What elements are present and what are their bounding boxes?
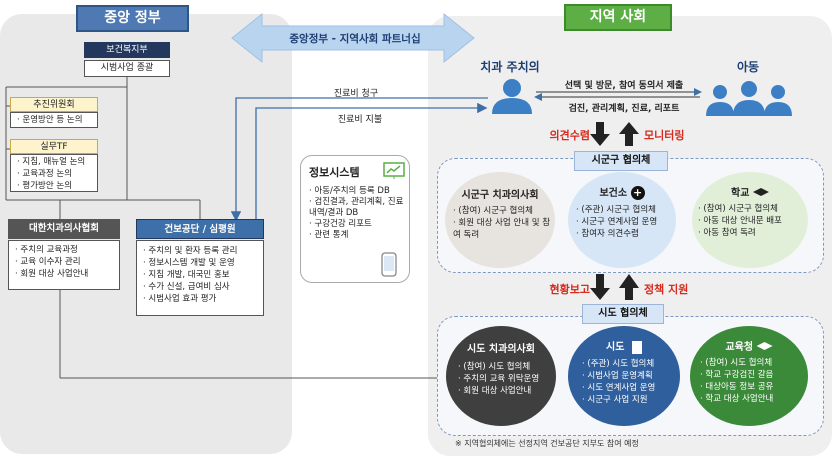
health-center-title: 보건소 [599, 188, 628, 199]
partnership-arrow [231, 12, 475, 64]
footnote: ※ 지역협의체에는 선정지역 건보공단 지부도 참여 예정 [455, 439, 639, 448]
list-item: 주치의 및 환자 등록 관리 [143, 245, 257, 257]
list-item: (참여) 시군구 협의체 [698, 203, 808, 215]
tf-list: 지침, 매뉴얼 논의 교육과정 논의 평가방안 논의 [10, 154, 98, 192]
list-item: 관련 통계 [309, 230, 409, 241]
list-item: 정보시스템 개발 및 운영 [143, 257, 257, 269]
list-item: (주관) 시군구 협의체 [576, 204, 676, 216]
province-dental-circle: 시도 치과의사회 (참여) 시도 협의체 주치의 교육 위탁운영 회원 대상 사… [446, 326, 556, 426]
child-label: 아동 [736, 60, 760, 74]
list-item: 주치의 교육과정 [15, 244, 113, 256]
list-item: 구강건강 리포트 [309, 219, 409, 230]
district-council-title: 시군구 협의체 [574, 151, 668, 171]
school-circle: 학교 (참여) 시군구 협의체 아동 대상 안내문 배포 아동 참여 독려 [692, 172, 808, 268]
status-report-label: 현황보고 [549, 283, 590, 296]
tf-title: 실무TF [10, 139, 98, 154]
opinion-label: 의견수렴 [549, 129, 590, 142]
education-office-title: 교육청 [725, 342, 754, 353]
list-item: 시도 연계사업 운영 [582, 382, 680, 394]
payment-label: 진료비 지불 [337, 115, 383, 125]
list-item: 시범사업 운영계획 [582, 370, 680, 382]
ministry-subtitle: 시범사업 종괄 [84, 60, 170, 77]
community-header: 지역 사회 [564, 4, 672, 31]
school-title: 학교 [731, 188, 750, 199]
building-icon [631, 340, 642, 354]
list-item: 시군구 사업 지원 [582, 394, 680, 406]
list-item: 아동/주치의 등록 DB [309, 186, 409, 197]
list-item: (참여) 시도 협의체 [458, 361, 556, 373]
relation-bottom-label: 검진, 관리계획, 진료, 리포트 [568, 104, 680, 114]
province-dental-title: 시도 치과의사회 [467, 344, 535, 355]
children-icon [706, 81, 792, 116]
partnership-label: 중앙정부 - 지역사회 파트너십 [289, 33, 421, 45]
monitoring-label: 모니터링 [644, 129, 685, 142]
education-office-circle: 교육청 (참여) 시도 협의체 학교 구강검진 갈음 대상아동 정보 공유 학교… [690, 326, 808, 426]
committee-list: 운영방안 등 논의 [10, 112, 98, 128]
committee-title: 추진위원회 [10, 97, 98, 112]
list-item: 지침, 매뉴얼 논의 [17, 156, 91, 168]
list-item: 시군구 연계사업 운영 [576, 216, 676, 228]
nhis-list: 주치의 및 환자 등록 관리 정보시스템 개발 및 운영 지침 개발, 대국민 … [136, 240, 264, 316]
info-system-box: 정보시스템 아동/주치의 등록 DB 검진결과, 관리계획, 진료내역/결과 D… [300, 155, 410, 283]
claim-label: 진료비 청구 [333, 89, 379, 99]
monitor-icon [383, 162, 405, 179]
list-item: 수가 신설, 급여비 심사 [143, 281, 257, 293]
dental-association-title: 대한치과의사협회 [8, 219, 120, 239]
nhis-title: 건보공단 / 심평원 [136, 219, 264, 239]
list-item: 회원 대상 사업안내 [15, 268, 113, 280]
dentist-label: 치과 주치의 [480, 60, 540, 74]
graduation-cap-icon [756, 342, 773, 350]
relation-top-label: 선택 및 방문, 참여 동의서 제출 [564, 81, 684, 91]
list-item: 교육 이수자 관리 [15, 256, 113, 268]
list-item: 참여자 의견수렴 [576, 228, 676, 240]
ministry-title: 보건복지부 [84, 42, 170, 58]
list-item: 운영방안 등 논의 [17, 114, 91, 126]
dental-association-list: 주치의 교육과정 교육 이수자 관리 회원 대상 사업안내 [8, 240, 120, 290]
list-item: 지침 개발, 대국민 홍보 [143, 269, 257, 281]
info-system-title: 정보시스템 [309, 166, 360, 179]
province-circle: 시도 (주관) 시도 협의체 시범사업 운영계획 시도 연계사업 운영 시군구 … [568, 326, 680, 426]
list-item: 아동 대상 안내문 배포 [698, 215, 808, 227]
list-item: 평가방안 논의 [17, 180, 91, 192]
list-item: 학교 대상 사업안내 [700, 393, 808, 405]
list-item: (참여) 시군구 협의체 [453, 205, 555, 217]
list-item: 검진결과, 관리계획, 진료내역/결과 DB [309, 197, 409, 219]
province-council-title: 시도 협의체 [582, 304, 664, 324]
smartphone-icon [381, 252, 397, 277]
central-government-header: 중앙 정부 [76, 5, 189, 32]
medical-cross-icon: + [630, 186, 645, 200]
policy-support-label: 정책 지원 [644, 283, 689, 296]
district-dental-title: 시군구 치과의사회 [461, 190, 539, 201]
list-item: 시범사업 효과 평가 [143, 293, 257, 305]
list-item: 회원 대상 사업안내 [458, 385, 556, 397]
list-item: 아동 참여 독려 [698, 227, 808, 239]
dentist-icon [492, 79, 532, 114]
list-item: (참여) 시도 협의체 [700, 357, 808, 369]
district-dental-circle: 시군구 치과의사회 (참여) 시군구 협의체 회원 대상 사업 안내 및 참여 … [445, 172, 555, 268]
list-item: (주관) 시도 협의체 [582, 358, 680, 370]
list-item: 대상아동 정보 공유 [700, 381, 808, 393]
graduation-cap-icon [752, 188, 769, 196]
list-item: 학교 구강검진 갈음 [700, 369, 808, 381]
list-item: 회원 대상 사업 안내 및 참여 독려 [453, 217, 555, 241]
list-item: 주치의 교육 위탁운영 [458, 373, 556, 385]
province-title: 시도 [606, 342, 625, 353]
health-center-circle: 보건소 + (주관) 시군구 협의체 시군구 연계사업 운영 참여자 의견수렴 [568, 172, 676, 268]
list-item: 교육과정 논의 [17, 168, 91, 180]
